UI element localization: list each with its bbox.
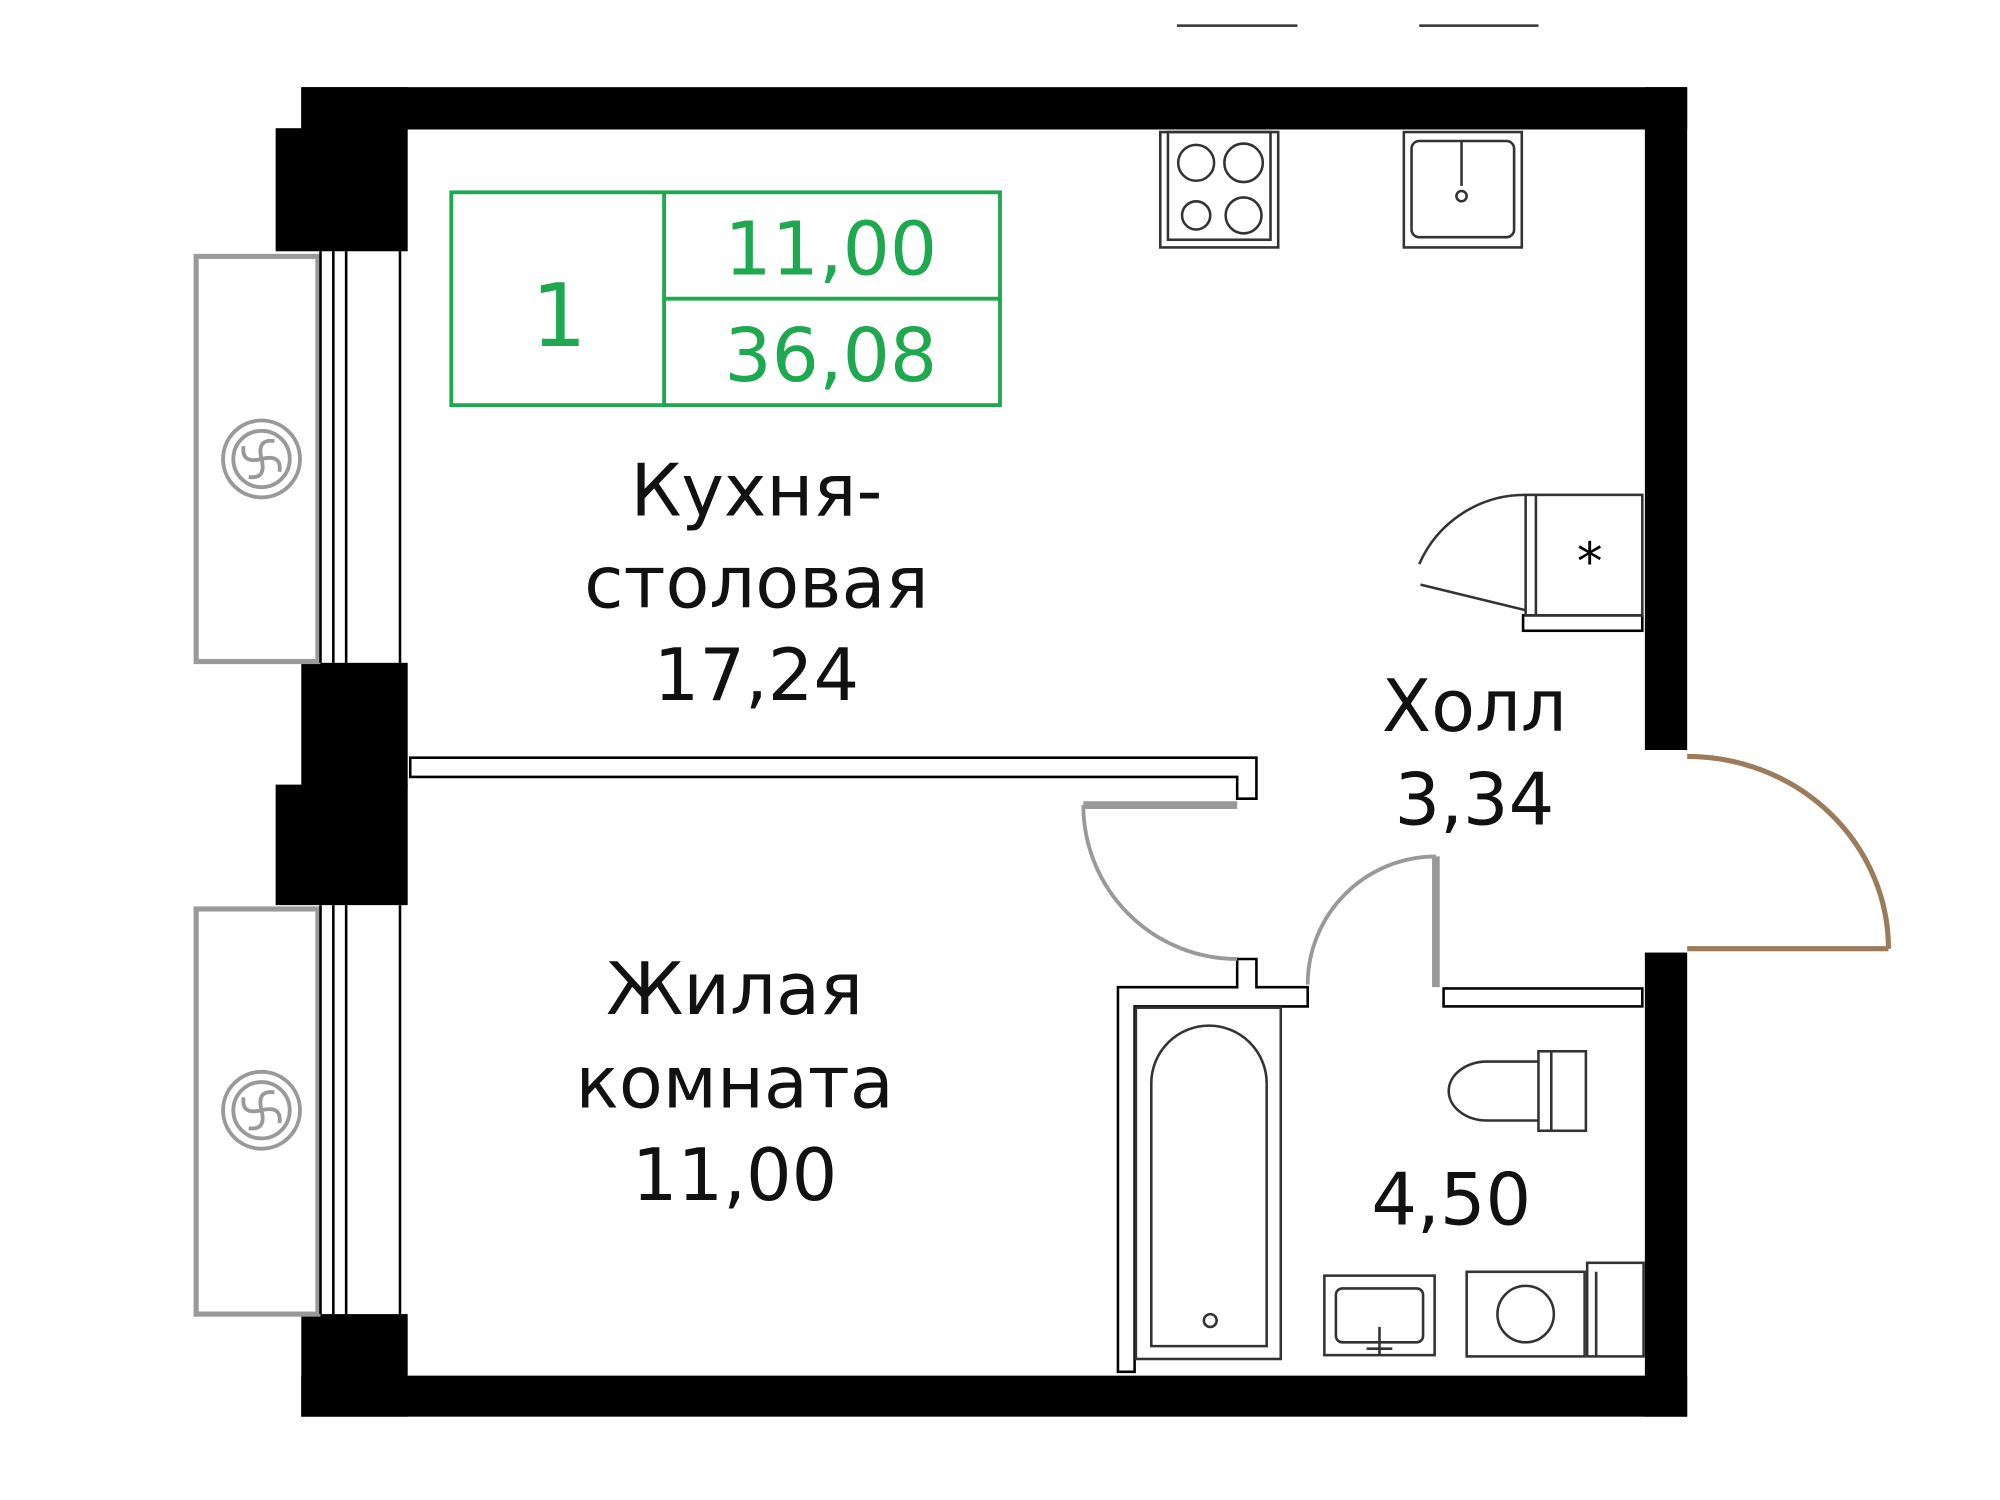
stove-icon: [1158, 130, 1280, 249]
hall-area: 3,34: [1394, 757, 1554, 841]
outer-walls: [275, 87, 1688, 1417]
bathroom-area: 4,50: [1371, 1157, 1531, 1241]
toilet-icon: [1447, 1050, 1588, 1133]
total-area-value: 36,08: [724, 312, 937, 399]
living-label-line2: комната: [576, 1041, 894, 1125]
kitchen-area: 17,24: [654, 633, 860, 717]
kitchen-label-line1: Кухня-: [630, 448, 882, 532]
rooms-count: 1: [531, 265, 586, 367]
living-area: 11,00: [632, 1133, 838, 1217]
door-entrance: [1687, 753, 1892, 952]
ventilation-fan-icon: [221, 1069, 302, 1151]
interior-walls: [408, 614, 1644, 1374]
window-living: [193, 905, 402, 1317]
apartment-summary-box: 1 11,00 36,08: [449, 190, 1002, 408]
hall-label: Холл: [1382, 664, 1567, 748]
door-living: [1081, 801, 1238, 961]
closet-icon: *: [1418, 493, 1644, 617]
ventilation-fan-icon: [221, 418, 302, 500]
bathtub-icon: [1134, 1006, 1283, 1361]
living-area-value: 11,00: [724, 205, 937, 292]
living-label-line1: Жилая: [606, 947, 863, 1031]
kitchen-sink-icon: [1402, 130, 1524, 249]
bathroom-sink-icon: [1323, 1274, 1436, 1357]
kitchen-label-line2: столовая: [584, 541, 928, 625]
washing-machine-icon: [1465, 1261, 1645, 1358]
window-kitchen: [193, 251, 402, 665]
door-bathroom: [1305, 854, 1440, 988]
svg-text:*: *: [1577, 532, 1603, 592]
